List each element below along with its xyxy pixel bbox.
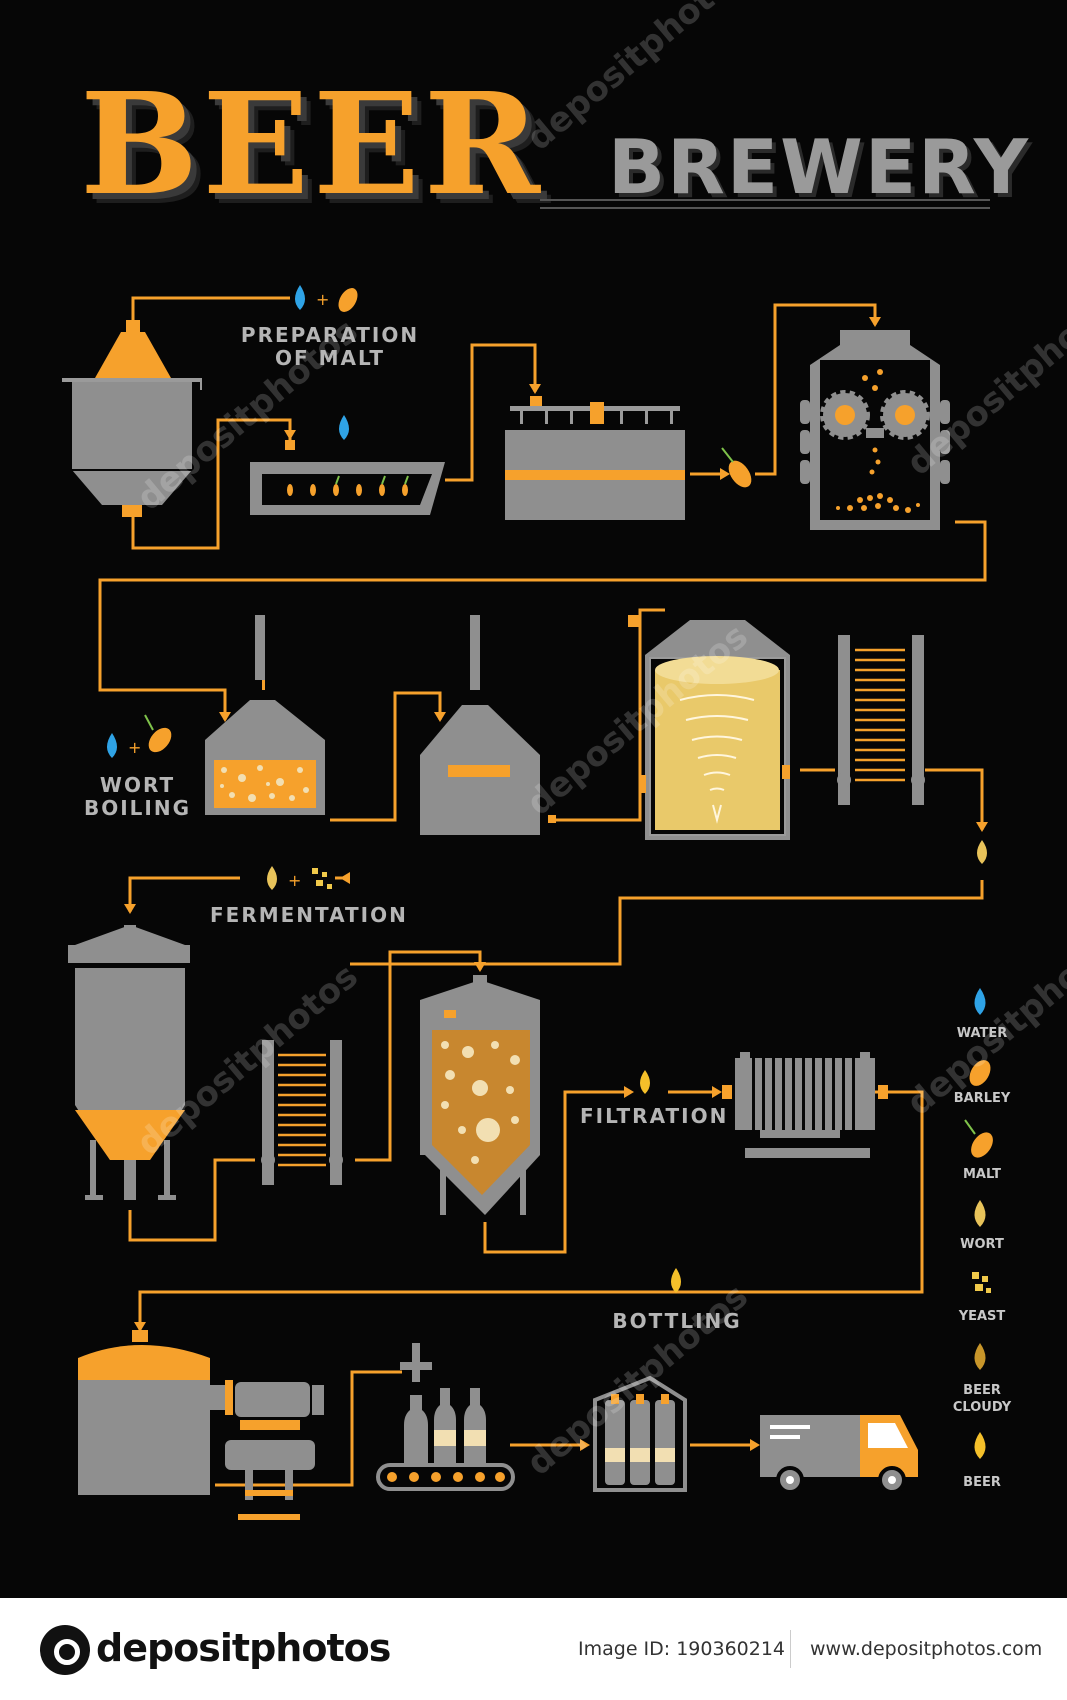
title-underline xyxy=(540,199,990,209)
bottling-machine xyxy=(376,1343,515,1491)
footer-logo-text[interactable]: depositphotos xyxy=(96,1626,391,1670)
legend-label-beer-cloudy: BEER CLOUDY xyxy=(952,1383,1012,1415)
fermentation-tank xyxy=(68,925,190,1200)
malt-mill xyxy=(800,330,950,530)
legend-label-wort: WORT xyxy=(960,1237,1004,1252)
title-brewery: BREWERY xyxy=(608,123,1031,211)
legend-label-barley: BARLEY xyxy=(953,1091,1011,1106)
maturation-tank xyxy=(420,975,540,1215)
label-preparation-of-malt: PREPARATION OF MALT xyxy=(235,324,425,370)
fermentation-icons: + xyxy=(267,866,332,890)
wort-cooler xyxy=(837,635,925,805)
legend-label-beer: BEER xyxy=(963,1475,1001,1490)
bottling-beer-drop xyxy=(671,1268,681,1293)
legend-label-malt: MALT xyxy=(963,1167,1001,1182)
whirlpool-tank xyxy=(628,615,790,840)
title-beer: BEER xyxy=(80,63,545,227)
malt-steep-tank xyxy=(62,320,202,517)
label-preparation-line1: PREPARATION xyxy=(240,323,420,347)
germination-box xyxy=(250,440,445,515)
label-wort-boiling: WORT BOILING xyxy=(80,774,195,820)
process-diagram: + + + xyxy=(62,199,993,1520)
legend-icons xyxy=(964,988,993,1459)
svg-text:+: + xyxy=(316,290,329,309)
process-pipes xyxy=(98,296,987,1487)
label-fermentation: FERMENTATION xyxy=(210,903,408,927)
delivery-truck xyxy=(760,1415,918,1494)
mash-tun xyxy=(205,615,325,815)
footer-divider xyxy=(790,1630,791,1668)
sprouted-malt-grain xyxy=(721,447,752,488)
footer-image-id: Image ID: 190360214 xyxy=(578,1638,786,1660)
plate-filter xyxy=(722,1052,888,1158)
label-preparation-line2: OF MALT xyxy=(274,346,386,370)
label-bottling: BOTTLING xyxy=(612,1309,742,1333)
stock-footer: depositphotos Image ID: 190360214 www.de… xyxy=(0,1598,1067,1700)
label-filtration: FILTRATION xyxy=(580,1104,729,1128)
legend-label-water: WATER xyxy=(956,1026,1008,1041)
wort-boiling-icons: + xyxy=(107,714,172,758)
footer-site-url[interactable]: www.depositphotos.com xyxy=(810,1638,1043,1660)
cooling-coil-row3 xyxy=(261,1040,343,1185)
packing-crate xyxy=(593,1375,687,1492)
kiln-dryer xyxy=(505,396,685,520)
svg-text:+: + xyxy=(128,738,141,757)
prep-water-barley-icons: + xyxy=(295,285,358,312)
label-wort-line2: BOILING xyxy=(83,796,192,820)
infographic-poster: BEER BREWERY xyxy=(0,0,1067,1598)
wort-drop-row2 xyxy=(977,840,987,864)
germination-water-icon xyxy=(339,415,349,440)
lauter-tun xyxy=(420,615,556,835)
camera-logo-icon xyxy=(40,1625,90,1675)
svg-text:+: + xyxy=(288,871,301,890)
filtered-beer-drop xyxy=(640,1070,650,1094)
bright-beer-tank xyxy=(78,1330,324,1520)
label-wort-line1: WORT xyxy=(99,773,176,797)
legend-label-yeast: YEAST xyxy=(958,1309,1006,1324)
flow-arrows xyxy=(124,317,988,1451)
